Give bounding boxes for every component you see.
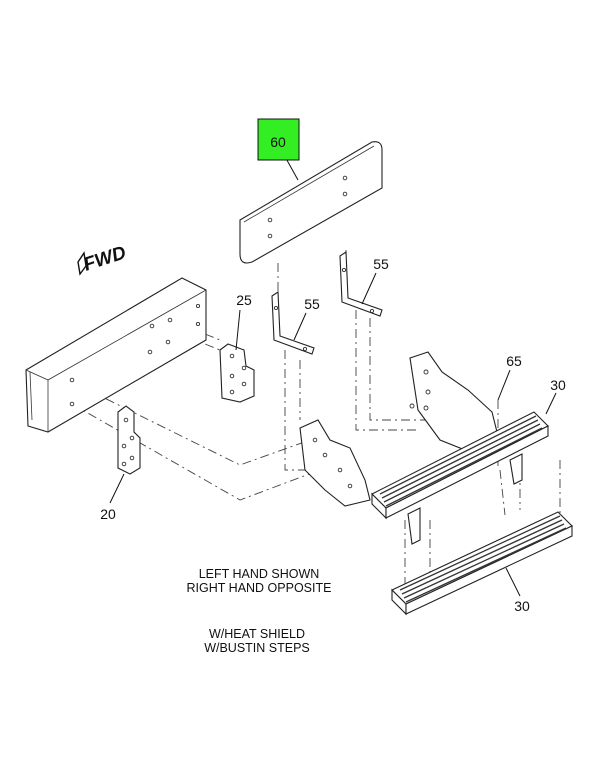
- callout-55-left[interactable]: 55: [304, 296, 320, 312]
- callout-60[interactable]: 60: [270, 134, 286, 150]
- callout-30-lower[interactable]: 30: [514, 598, 530, 614]
- note-heat-shield: W/HEAT SHIELD: [209, 627, 305, 641]
- callout-30-upper[interactable]: 30: [550, 377, 566, 393]
- leader-lines: [109, 152, 557, 597]
- callout-65[interactable]: 65: [506, 353, 522, 369]
- lower-step-part: [391, 511, 573, 616]
- step-hanger-left-part: [299, 419, 371, 507]
- note-left-hand-shown: LEFT HAND SHOWN: [199, 567, 320, 581]
- upper-step-part: [371, 411, 549, 545]
- mounting-plate-20-part: [117, 405, 141, 475]
- callout-25[interactable]: 25: [236, 292, 252, 308]
- highlight-box[interactable]: [257, 118, 300, 161]
- callout-20[interactable]: 20: [100, 506, 116, 522]
- mounting-plate-25-part: [219, 343, 255, 403]
- fwd-label: FWD: [81, 242, 129, 275]
- callout-55-right[interactable]: 55: [373, 256, 389, 272]
- bracket-left-part: [271, 291, 315, 355]
- step-support-65-part: [409, 351, 499, 453]
- note-bustin-steps: W/BUSTIN STEPS: [204, 641, 310, 655]
- fwd-arrow-icon: [77, 251, 87, 276]
- frame-rail-part: [25, 277, 207, 433]
- bracket-right-part: [339, 251, 383, 317]
- note-right-hand-opposite: RIGHT HAND OPPOSITE: [187, 581, 332, 595]
- heat-shield-part: [239, 141, 383, 264]
